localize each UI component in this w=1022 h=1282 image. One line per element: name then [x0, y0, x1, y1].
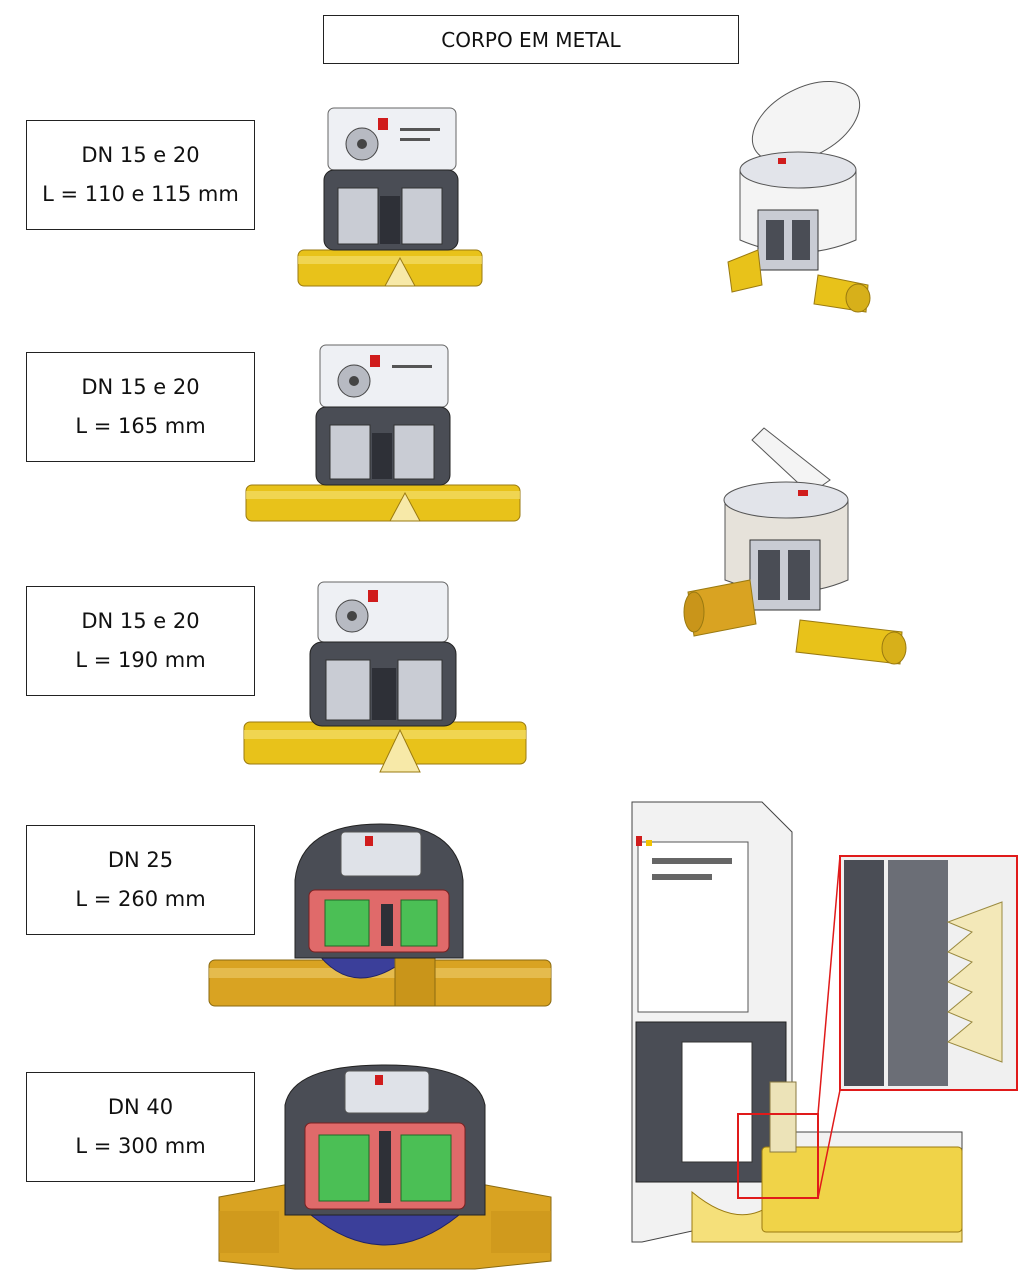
spec-dn: DN 15 e 20: [81, 609, 200, 633]
perspective-meter-drawing-1: [727, 80, 871, 313]
detail-zoom-callout: [631, 801, 1018, 1243]
perspective-meter-drawing-2: [683, 427, 907, 665]
spec-box-2: DN 15 e 20 L = 165 mm: [26, 352, 255, 462]
page-title: CORPO EM METAL: [323, 15, 739, 64]
spec-length: L = 165 mm: [75, 414, 206, 438]
spec-dn: DN 40: [107, 1095, 174, 1119]
spec-dn: DN 15 e 20: [81, 143, 200, 167]
spec-length: L = 260 mm: [75, 887, 206, 911]
cutaway-meter-drawing-3: [243, 581, 527, 773]
spec-box-5: DN 40 L = 300 mm: [26, 1072, 255, 1182]
spec-length: L = 190 mm: [75, 648, 206, 672]
cutaway-meter-drawing-1: [297, 107, 483, 287]
spec-dn: DN 15 e 20: [81, 375, 200, 399]
spec-box-1: DN 15 e 20 L = 110 e 115 mm: [26, 120, 255, 230]
page-title-text: CORPO EM METAL: [441, 27, 621, 52]
cutaway-meter-drawing-4: [208, 823, 552, 1007]
cutaway-meter-drawing-2: [245, 344, 521, 522]
spec-box-4: DN 25 L = 260 mm: [26, 825, 255, 935]
cutaway-meter-drawing-5: [218, 1064, 552, 1270]
spec-length: L = 110 e 115 mm: [42, 182, 239, 206]
spec-box-3: DN 15 e 20 L = 190 mm: [26, 586, 255, 696]
spec-dn: DN 25: [107, 848, 174, 872]
spec-length: L = 300 mm: [75, 1134, 206, 1158]
